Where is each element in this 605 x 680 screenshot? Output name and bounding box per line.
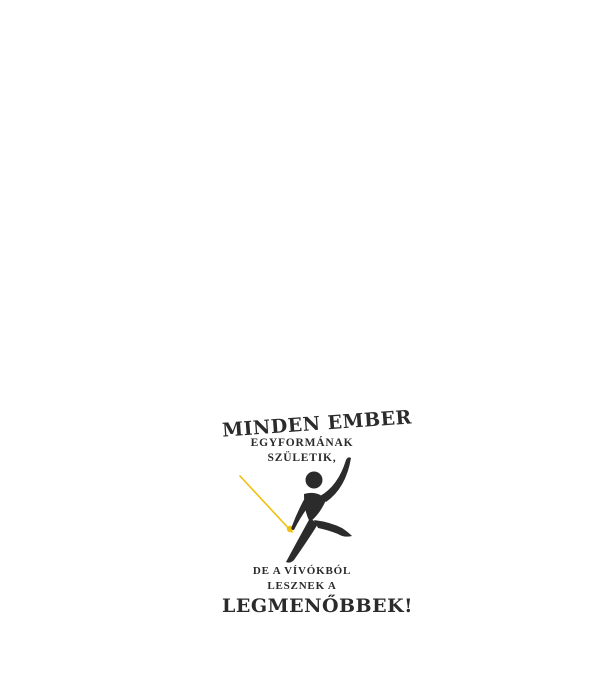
subline-4: LESZNEK A — [267, 580, 337, 592]
subline-1: EGYFORMÁNAK — [250, 437, 354, 449]
subline-2: SZÜLETIK, — [267, 452, 337, 464]
headline-bottom: LEGMENŐBBEK! — [222, 595, 413, 617]
subline-3: DE A VÍVÓKBÓL — [252, 565, 352, 577]
fencer-icon — [239, 457, 352, 563]
tshirt-print-design: MINDEN EMBER EGYFORMÁNAK SZÜLETIK, DE A … — [221, 406, 413, 623]
